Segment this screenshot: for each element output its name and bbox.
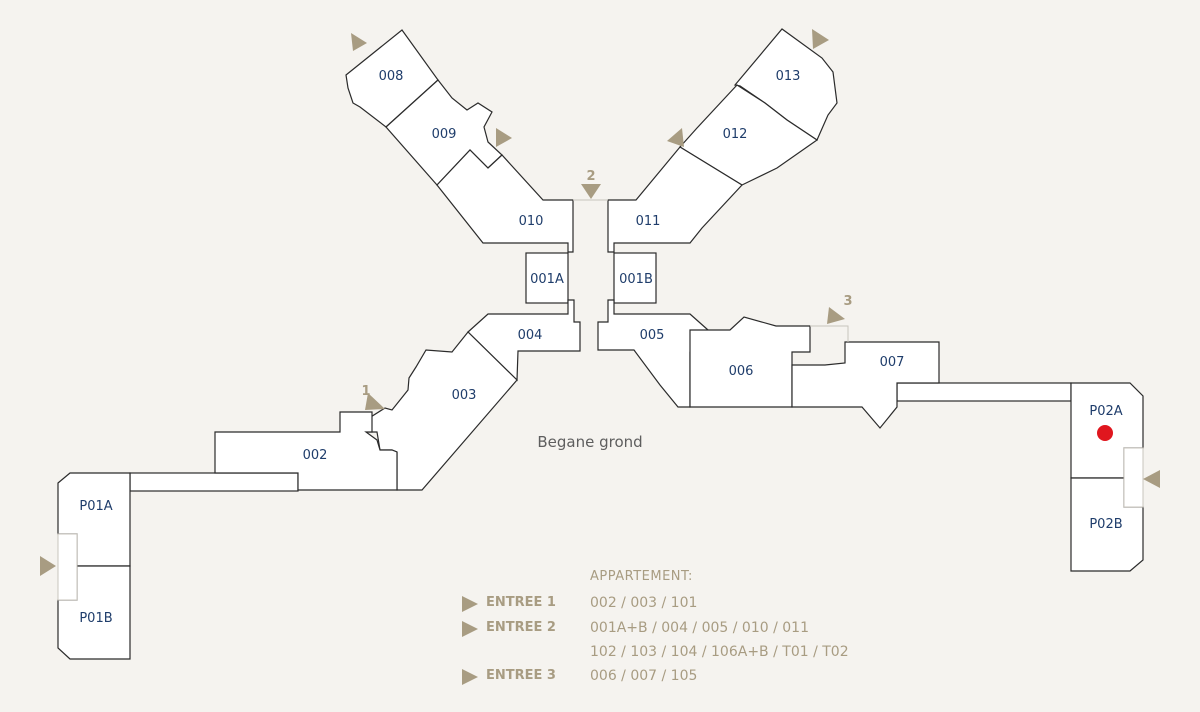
label-011: 011 [636,214,661,229]
corridor-left [129,472,299,492]
entry-3-number: 3 [843,294,852,309]
unit-007[interactable] [791,341,940,429]
unit-002[interactable] [214,411,398,491]
legend-row-entree-1: ENTREE 1 002 / 003 / 101 [460,593,880,615]
entry-arrow-icon [496,128,512,147]
entry-arrow-icon [462,669,478,685]
label-P02B: P02B [1089,517,1122,532]
unit-001B[interactable] [613,252,657,304]
label-009: 009 [432,127,457,142]
entry-arrow-icon [1143,470,1160,488]
legend-row-entree-2: ENTREE 2 001A+B / 004 / 005 / 010 / 011 [460,618,880,640]
legend-entry-name: ENTREE 3 [486,668,556,683]
entrance-legend: APPARTEMENT: ENTREE 1 002 / 003 / 101 EN… [460,569,880,689]
location-marker [1097,425,1113,441]
legend-entry-name: ENTREE 1 [486,595,556,610]
entry-arrow-icon [581,184,601,199]
legend-header: APPARTEMENT: [590,569,693,584]
entry-3-gap-line [810,325,849,342]
entry-arrow-icon [812,29,829,49]
label-003: 003 [452,388,477,403]
unit-001A[interactable] [525,252,569,304]
label-008: 008 [379,69,404,84]
label-013: 013 [776,69,801,84]
entry-arrow-icon [667,128,684,147]
entry-arrow-icon [462,596,478,612]
unit-008[interactable] [345,29,439,128]
label-010: 010 [519,214,544,229]
legend-entry-units: 102 / 103 / 104 / 106A+B / T01 / T02 [590,644,849,660]
legend-entry-name: ENTREE 2 [486,620,556,635]
unit-011[interactable] [607,146,743,253]
entry-arrow-icon [365,393,385,410]
entry-arrow-icon [462,621,478,637]
entry-arrow-icon [40,556,56,576]
entry-arrow-icon [827,307,845,324]
unit-004[interactable] [467,299,581,382]
floor-label: Begane grond [537,433,642,451]
label-007: 007 [880,355,905,370]
label-005: 005 [640,328,665,343]
label-P02A: P02A [1089,404,1122,419]
entry-arrow-icon [351,33,367,51]
label-002: 002 [303,448,328,463]
label-012: 012 [723,127,748,142]
legend-entry-units: 002 / 003 / 101 [590,595,698,611]
entry-1-number: 1 [361,384,370,399]
legend-row-entree-2-cont: 102 / 103 / 104 / 106A+B / T01 / T02 [460,642,880,664]
legend-row-entree-3: ENTREE 3 006 / 007 / 105 [460,666,880,688]
unit-005[interactable] [597,299,709,408]
label-004: 004 [518,328,543,343]
corridor-right [896,382,1072,402]
entry-gap-p01 [57,533,78,601]
label-001B: 001B [619,272,653,287]
legend-entry-units: 006 / 007 / 105 [590,668,698,684]
entry-2-number: 2 [586,169,595,184]
label-P01B: P01B [79,611,112,626]
legend-entry-units: 001A+B / 004 / 005 / 010 / 011 [590,620,809,636]
unit-006[interactable] [689,316,811,408]
label-006: 006 [729,364,754,379]
entry-gap-p02 [1123,447,1144,508]
unit-012[interactable] [679,84,819,186]
unit-010[interactable] [436,149,574,253]
label-P01A: P01A [79,499,112,514]
label-001A: 001A [530,272,564,287]
